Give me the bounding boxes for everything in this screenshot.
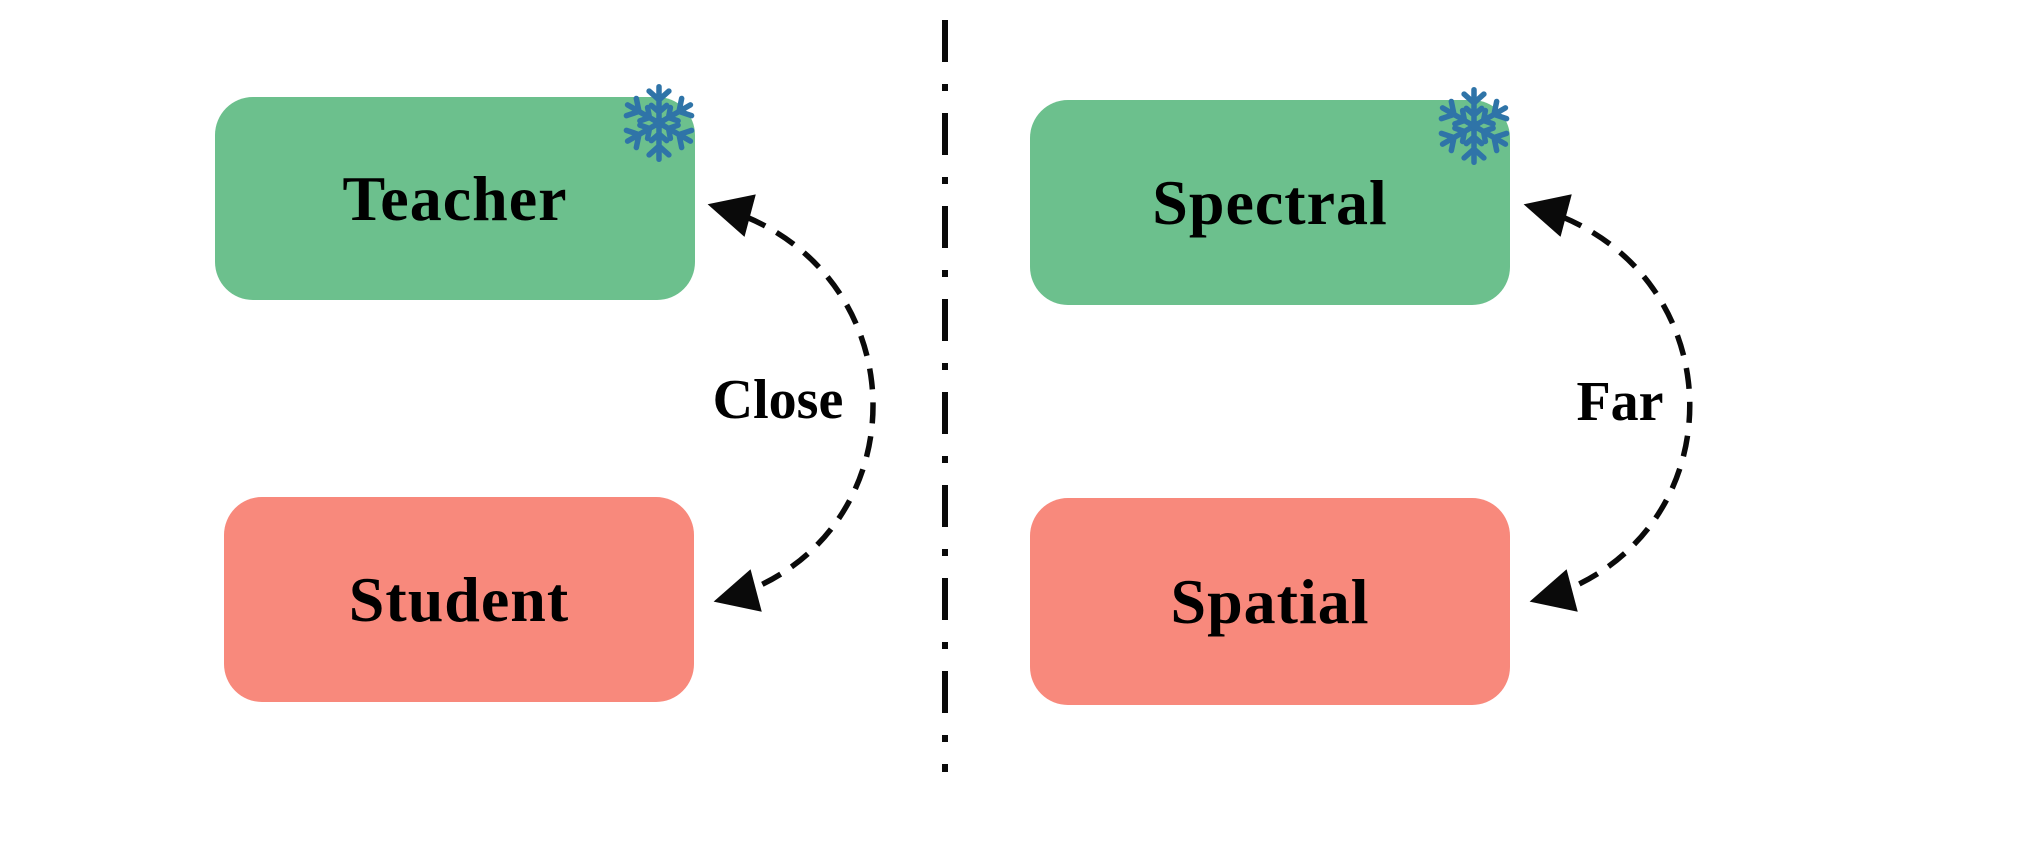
spatial-box: Spatial [1030, 498, 1510, 705]
student-box-label: Student [348, 563, 570, 635]
right-distance-arrow [1523, 194, 1693, 612]
spectral-box: Spectral [1030, 100, 1510, 305]
spectral-box-label: Spectral [1152, 166, 1388, 238]
teacher-box-label: Teacher [342, 162, 568, 234]
student-box: Student [224, 497, 694, 702]
teacher-box: Teacher [215, 97, 695, 300]
left-distance-arrow [707, 194, 876, 612]
right-arrow-label: Far [1576, 371, 1664, 433]
left-arrow-label: Close [712, 369, 844, 431]
spatial-box-label: Spatial [1170, 565, 1370, 637]
